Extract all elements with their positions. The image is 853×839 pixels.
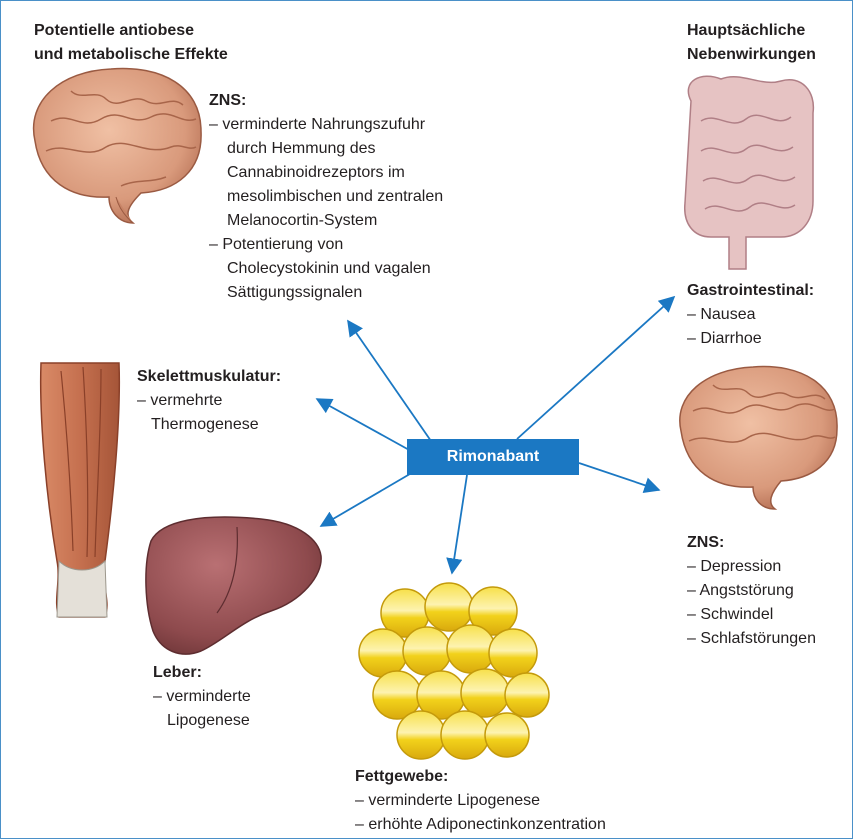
central-drug-box: Rimonabant [407, 439, 579, 475]
intestine-icon [685, 76, 814, 269]
fat-block: Fettgewebe: verminderte Lipogenese erhöh… [355, 765, 606, 837]
muscle-title: Skelettmuskulatur: [137, 365, 281, 389]
fat-title: Fettgewebe: [355, 765, 606, 789]
leg-muscle-icon [41, 363, 120, 617]
brain-left-icon [34, 69, 202, 223]
zns-right-block: ZNS: Depression Angststörung Schwindel S… [687, 531, 816, 651]
zns-right-item: Angststörung [687, 579, 816, 603]
zns-right-item: Depression [687, 555, 816, 579]
arrow-to-gi [517, 297, 674, 439]
muscle-block: Skelettmuskulatur: vermehrte Thermogenes… [137, 365, 281, 437]
zns-right-title: ZNS: [687, 531, 816, 555]
zns-left-item: verminderte Nahrungszufuhr [209, 113, 509, 137]
arrow-to-muscle [317, 399, 411, 451]
zns-left-item: Cannabinoidrezeptors im [209, 161, 509, 185]
zns-right-item: Schwindel [687, 603, 816, 627]
zns-left-item: Sättigungssignalen [209, 281, 509, 305]
liver-icon [146, 517, 321, 654]
muscle-item: vermehrte [137, 389, 281, 413]
gi-title: Gastrointestinal: [687, 279, 814, 303]
zns-left-block: ZNS: verminderte Nahrungszufuhr durch He… [209, 89, 509, 305]
zns-left-title: ZNS: [209, 89, 509, 113]
arrow-to-liver [321, 471, 415, 526]
liver-title: Leber: [153, 661, 251, 685]
zns-right-item: Schlafstörungen [687, 627, 816, 651]
brain-right-icon [680, 367, 837, 509]
gi-item: Nausea [687, 303, 814, 327]
arrow-to-fat [452, 475, 467, 573]
gi-item: Diarrhoe [687, 327, 814, 351]
liver-block: Leber: verminderte Lipogenese [153, 661, 251, 733]
muscle-item: Thermogenese [137, 413, 281, 437]
zns-left-item: durch Hemmung des [209, 137, 509, 161]
zns-left-item: mesolimbischen und zentralen [209, 185, 509, 209]
zns-left-item: Cholecystokinin und vagalen [209, 257, 509, 281]
liver-item: verminderte [153, 685, 251, 709]
fat-item: erhöhte Adiponectinkonzentration [355, 813, 606, 837]
fat-item: verminderte Lipogenese [355, 789, 606, 813]
zns-left-item: Potentierung von [209, 233, 509, 257]
arrow-to-zns-right [579, 463, 659, 490]
fat-cells-icon [359, 583, 549, 759]
gi-block: Gastrointestinal: Nausea Diarrhoe [687, 279, 814, 351]
zns-left-item: Melanocortin-System [209, 209, 509, 233]
liver-item: Lipogenese [153, 709, 251, 733]
